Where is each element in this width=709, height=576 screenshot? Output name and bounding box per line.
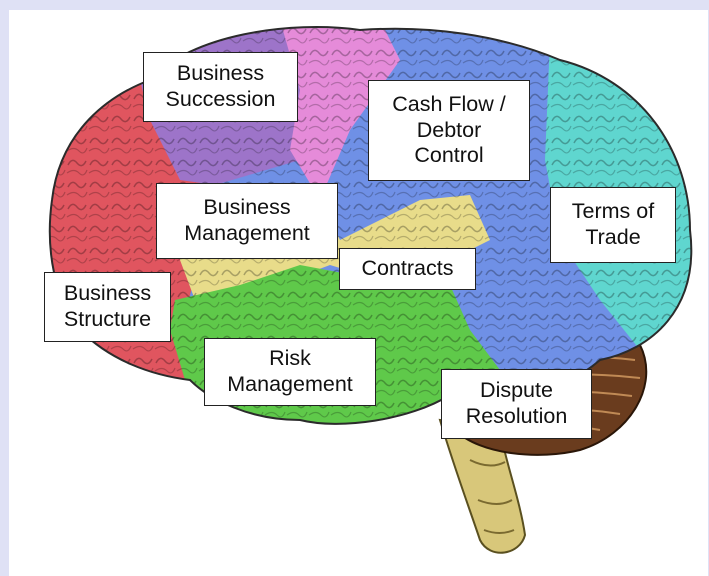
risk-management-line-1: Risk: [269, 346, 311, 371]
contracts-line-1: Contracts: [361, 256, 454, 281]
business-succession-line-2: Succession: [165, 87, 276, 111]
dispute-resolution-line-1: Dispute: [480, 378, 553, 403]
terms-of-trade-label: Terms of Trade: [550, 187, 676, 263]
cash-flow-line-2: Debtor: [416, 117, 482, 142]
contracts-label: Contracts: [339, 248, 476, 290]
business-management-line-2: Management: [184, 221, 310, 245]
business-structure-line-1: Business: [63, 281, 152, 306]
business-structure-line-2: Structure: [63, 307, 152, 331]
risk-management-label: Risk Management: [204, 338, 376, 406]
cash-flow-debtor-control-label: Cash Flow / Debtor Control: [368, 80, 530, 181]
business-management-line-1: Business: [203, 195, 291, 220]
business-succession-line-1: Business: [176, 61, 265, 86]
dispute-resolution-label: Dispute Resolution: [441, 369, 592, 439]
business-succession-label: Business Succession: [143, 52, 298, 122]
cash-flow-line-1: Cash Flow /: [392, 91, 506, 116]
terms-of-trade-line-2: Trade: [585, 225, 641, 249]
terms-of-trade-line-1: Terms of: [571, 199, 655, 224]
business-management-label: Business Management: [156, 183, 338, 259]
business-structure-label: Business Structure: [44, 272, 171, 342]
cash-flow-line-3: Control: [414, 143, 484, 168]
brainstem: [438, 418, 527, 554]
risk-management-line-2: Management: [227, 372, 353, 396]
dispute-resolution-line-2: Resolution: [465, 404, 568, 428]
